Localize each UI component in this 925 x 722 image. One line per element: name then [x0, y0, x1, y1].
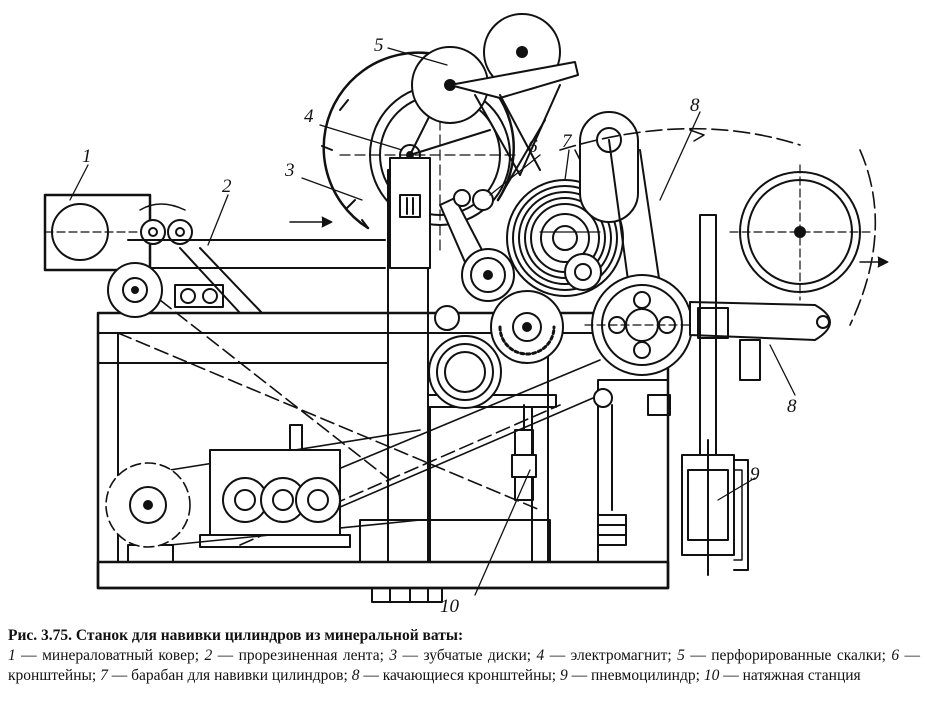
legend-number: 1 — [8, 647, 16, 664]
label-group: 1 2 3 4 5 6 7 8 8 9 10 — [82, 35, 797, 617]
label-9: 9 — [750, 464, 760, 485]
label-7: 7 — [562, 131, 573, 152]
legend-number: 3 — [389, 647, 398, 664]
legend-number: 10 — [703, 667, 720, 684]
counterweight — [597, 404, 627, 546]
output-roller — [729, 149, 889, 326]
lower-swinging-bracket — [689, 301, 831, 381]
legend-text: — минераловатный ковер; — [15, 647, 205, 664]
legend-number: 6 — [891, 647, 900, 664]
swinging-bracket — [559, 111, 801, 296]
caption-title: Рис. 3.75. Станок для навивки цилиндров … — [8, 627, 464, 644]
perforated-rollers — [411, 13, 579, 189]
label-8-upper: 8 — [690, 95, 700, 116]
caption-legend: 1 — минераловатный ковер; 2 — прорезинен… — [8, 646, 920, 686]
legend-number: 9 — [559, 667, 568, 684]
figure-caption: Рис. 3.75. Станок для навивки цилиндров … — [8, 626, 920, 686]
lower-rolls — [428, 274, 701, 409]
legend-number: 5 — [677, 647, 685, 664]
label-3: 3 — [284, 160, 295, 181]
leader-lines — [69, 47, 796, 596]
legend-text: — прорезиненная лента; — [212, 647, 390, 664]
label-10: 10 — [440, 596, 460, 617]
legend-text: — перфорированные скалки; — [684, 647, 892, 664]
label-5: 5 — [374, 35, 384, 56]
legend-number: 2 — [204, 647, 213, 664]
legend-text: — кронштейны; — [8, 647, 921, 684]
input-carpet — [43, 193, 193, 272]
rubber-belt — [107, 216, 386, 318]
legend-text: — зубчатые диски; — [397, 647, 537, 664]
legend-text: — барабан для навивки цилиндров; — [107, 667, 352, 684]
electromagnet-housing — [389, 157, 431, 269]
legend-number: 7 — [100, 667, 108, 684]
label-6: 6 — [528, 136, 538, 157]
label-8-lower: 8 — [787, 396, 797, 417]
machine-drawing: 1 2 3 4 5 6 7 8 8 9 10 — [43, 13, 889, 617]
motor-pulley — [105, 462, 191, 548]
legend-text: — пневмоцилиндр; — [567, 667, 704, 684]
label-1: 1 — [82, 146, 92, 167]
bracket — [439, 189, 515, 302]
tension-station — [511, 404, 537, 501]
legend-number: 4 — [536, 647, 545, 664]
legend-number: 8 — [351, 667, 360, 684]
legend-text: — электромагнит; — [544, 647, 678, 664]
braces — [117, 299, 561, 546]
legend-text: — натяжная станция — [719, 667, 861, 684]
pneumatic-cylinder — [647, 214, 749, 576]
label-4: 4 — [304, 106, 314, 127]
gear-reducer — [199, 424, 351, 548]
label-2: 2 — [222, 176, 232, 197]
legend-text: — качающиеся кронштейны; — [359, 667, 560, 684]
